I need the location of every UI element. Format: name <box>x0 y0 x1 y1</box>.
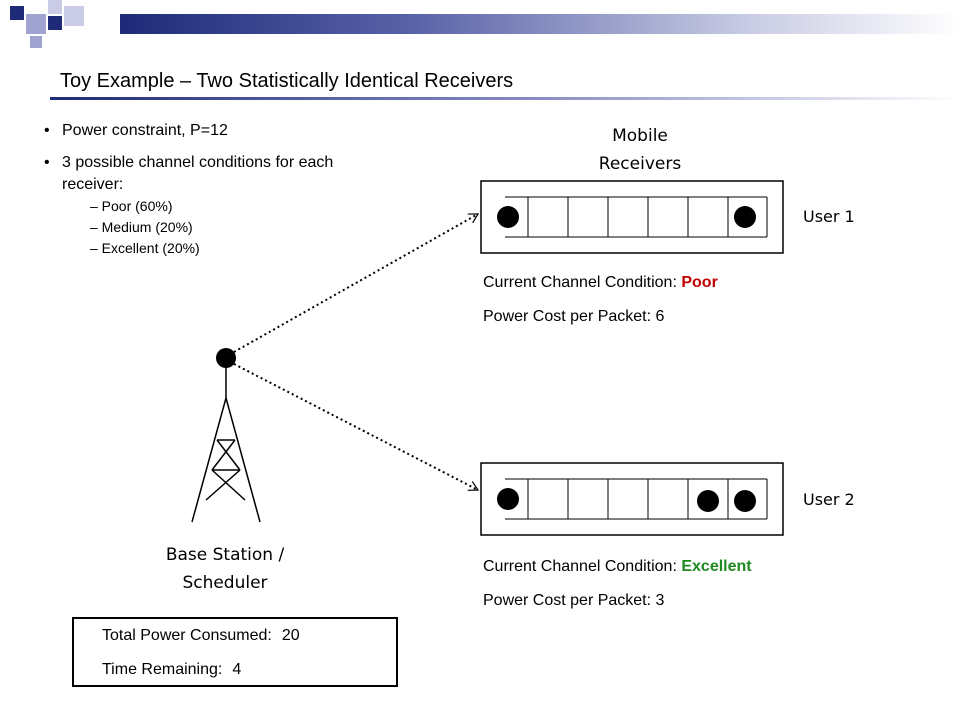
mobile-receivers-label: Mobile Receivers <box>575 122 705 178</box>
user2-condition-value: Excellent <box>681 558 752 575</box>
total-power-row: Total Power Consumed: 20 <box>102 627 300 645</box>
condition-item-medium: – Medium (20%) <box>90 219 193 235</box>
total-power-label: Total Power Consumed: <box>102 627 272 644</box>
bullet-list: Power constraint, P=12 3 possible channe… <box>40 120 370 269</box>
user1-power-cost: Power Cost per Packet: 6 <box>483 308 665 325</box>
bullet-power-constraint: Power constraint, P=12 <box>40 120 370 142</box>
condition-item-excellent: – Excellent (20%) <box>90 240 200 256</box>
user1-packet <box>497 206 519 228</box>
condition-list: – Poor (60%) – Medium (20%) – Excellent … <box>62 196 370 259</box>
mobile-label-line2: Receivers <box>598 154 682 174</box>
base-station-line2: Scheduler <box>182 573 268 593</box>
link-to-user2 <box>233 363 480 491</box>
mobile-label-line1: Mobile <box>612 126 668 146</box>
header-gradient-bar <box>120 14 960 34</box>
user2-channel-condition: Current Channel Condition: Excellent <box>483 558 752 576</box>
condition-item-poor: – Poor (60%) <box>90 198 173 214</box>
link-to-user1 <box>233 213 480 353</box>
user1-receiver-box <box>480 180 784 254</box>
user2-power-cost: Power Cost per Packet: 3 <box>483 592 665 609</box>
user2-label: User 2 <box>803 490 855 509</box>
channel-conditions-text: 3 possible channel conditions for each r… <box>62 154 334 193</box>
user1-condition-value: Poor <box>681 274 718 291</box>
base-station-line1: Base Station / <box>165 545 285 565</box>
user1-label: User 1 <box>803 207 855 226</box>
user1-condition-prefix: Current Channel Condition: <box>483 274 682 291</box>
status-box: Total Power Consumed: 20 Time Remaining: 4 <box>72 617 398 687</box>
tower-icon <box>191 368 261 523</box>
time-remaining-value: 4 <box>232 661 242 678</box>
antenna-node-icon <box>216 348 236 368</box>
corner-decoration <box>0 0 120 50</box>
user2-condition-prefix: Current Channel Condition: <box>483 558 682 575</box>
title-underline <box>50 97 960 100</box>
bullet-channel-conditions: 3 possible channel conditions for each r… <box>40 152 370 259</box>
total-power-value: 20 <box>281 627 300 644</box>
user2-packet <box>697 490 719 512</box>
user2-receiver-box <box>480 462 784 536</box>
user2-packet <box>734 490 756 512</box>
user1-packet <box>734 206 756 228</box>
time-remaining-row: Time Remaining: 4 <box>102 661 241 679</box>
base-station-label: Base Station / Scheduler <box>140 541 310 597</box>
slide-title: Toy Example – Two Statistically Identica… <box>60 70 514 92</box>
user1-channel-condition: Current Channel Condition: Poor <box>483 274 718 292</box>
user2-packet <box>497 488 519 510</box>
time-remaining-label: Time Remaining: <box>102 661 223 678</box>
